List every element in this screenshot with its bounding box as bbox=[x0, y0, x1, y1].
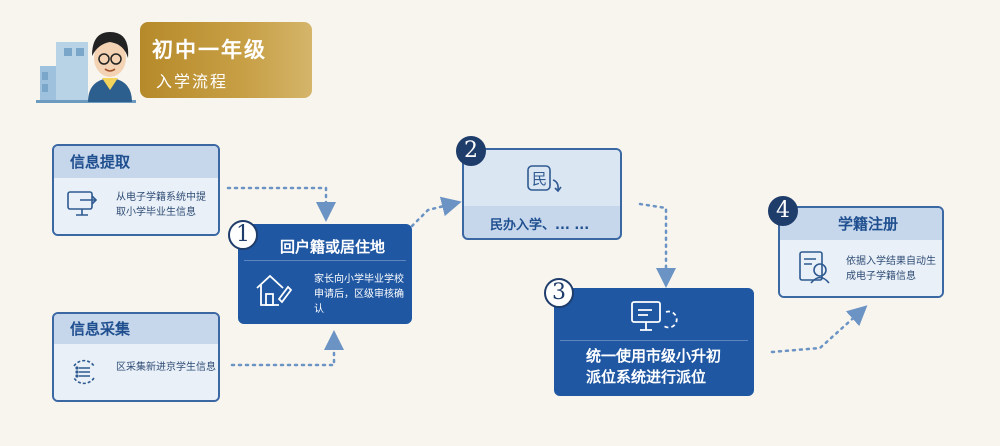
step3-number: 3 bbox=[544, 278, 574, 308]
page-title: 初中一年级 bbox=[152, 38, 267, 62]
min-char-icon: 民 bbox=[526, 164, 562, 198]
step4-title: 学籍注册 bbox=[780, 208, 942, 240]
step4-number: 4 bbox=[768, 196, 798, 226]
step1-title: 回户籍或居住地 bbox=[280, 238, 386, 256]
info-collect-title: 信息采集 bbox=[54, 314, 218, 344]
title-badge bbox=[140, 22, 312, 98]
step1-number: 1 bbox=[228, 220, 258, 250]
arrow-step2-to-step3 bbox=[638, 202, 676, 288]
step3-card: 统一使用市级小升初派位系统进行派位 bbox=[554, 288, 754, 396]
house-pen-icon bbox=[254, 272, 294, 312]
step2-number: 2 bbox=[456, 136, 486, 166]
monitor-refresh-icon bbox=[630, 300, 680, 338]
svg-text:民: 民 bbox=[532, 170, 547, 188]
step4-card: 学籍注册 依据入学结果自动生成电子学籍信息 bbox=[778, 206, 944, 298]
info-extract-text: 从电子学籍系统中提取小学毕业生信息 bbox=[116, 192, 206, 218]
step1-text: 家长向小学毕业学校申请后，区级审核确认 bbox=[314, 274, 404, 315]
monitor-export-icon bbox=[66, 188, 98, 224]
info-extract-title: 信息提取 bbox=[54, 146, 218, 178]
list-refresh-icon bbox=[68, 356, 100, 392]
arrow-extract-to-step1 bbox=[226, 186, 336, 222]
arrow-step3-to-step4 bbox=[770, 305, 868, 354]
step2-text: 民办入学、... ... bbox=[490, 218, 590, 233]
mascot-illustration bbox=[36, 14, 136, 106]
arrow-step1-to-step2 bbox=[410, 196, 462, 228]
step2-card: 民 民办入学、... ... bbox=[462, 148, 622, 240]
arrow-collect-to-step1 bbox=[230, 330, 344, 367]
step4-text: 依据入学结果自动生成电子学籍信息 bbox=[846, 256, 936, 282]
step3-title: 统一使用市级小升初派位系统进行派位 bbox=[586, 347, 722, 386]
info-collect-text: 区采集新进京学生信息 bbox=[116, 362, 216, 373]
info-extract-card: 信息提取 从电子学籍系统中提取小学毕业生信息 bbox=[52, 144, 220, 236]
info-collect-card: 信息采集 区采集新进京学生信息 bbox=[52, 312, 220, 402]
student-id-icon bbox=[798, 250, 832, 288]
step1-card: 回户籍或居住地 家长向小学毕业学校申请后，区级审核确认 bbox=[238, 224, 412, 324]
page-subtitle: 入学流程 bbox=[156, 72, 229, 91]
